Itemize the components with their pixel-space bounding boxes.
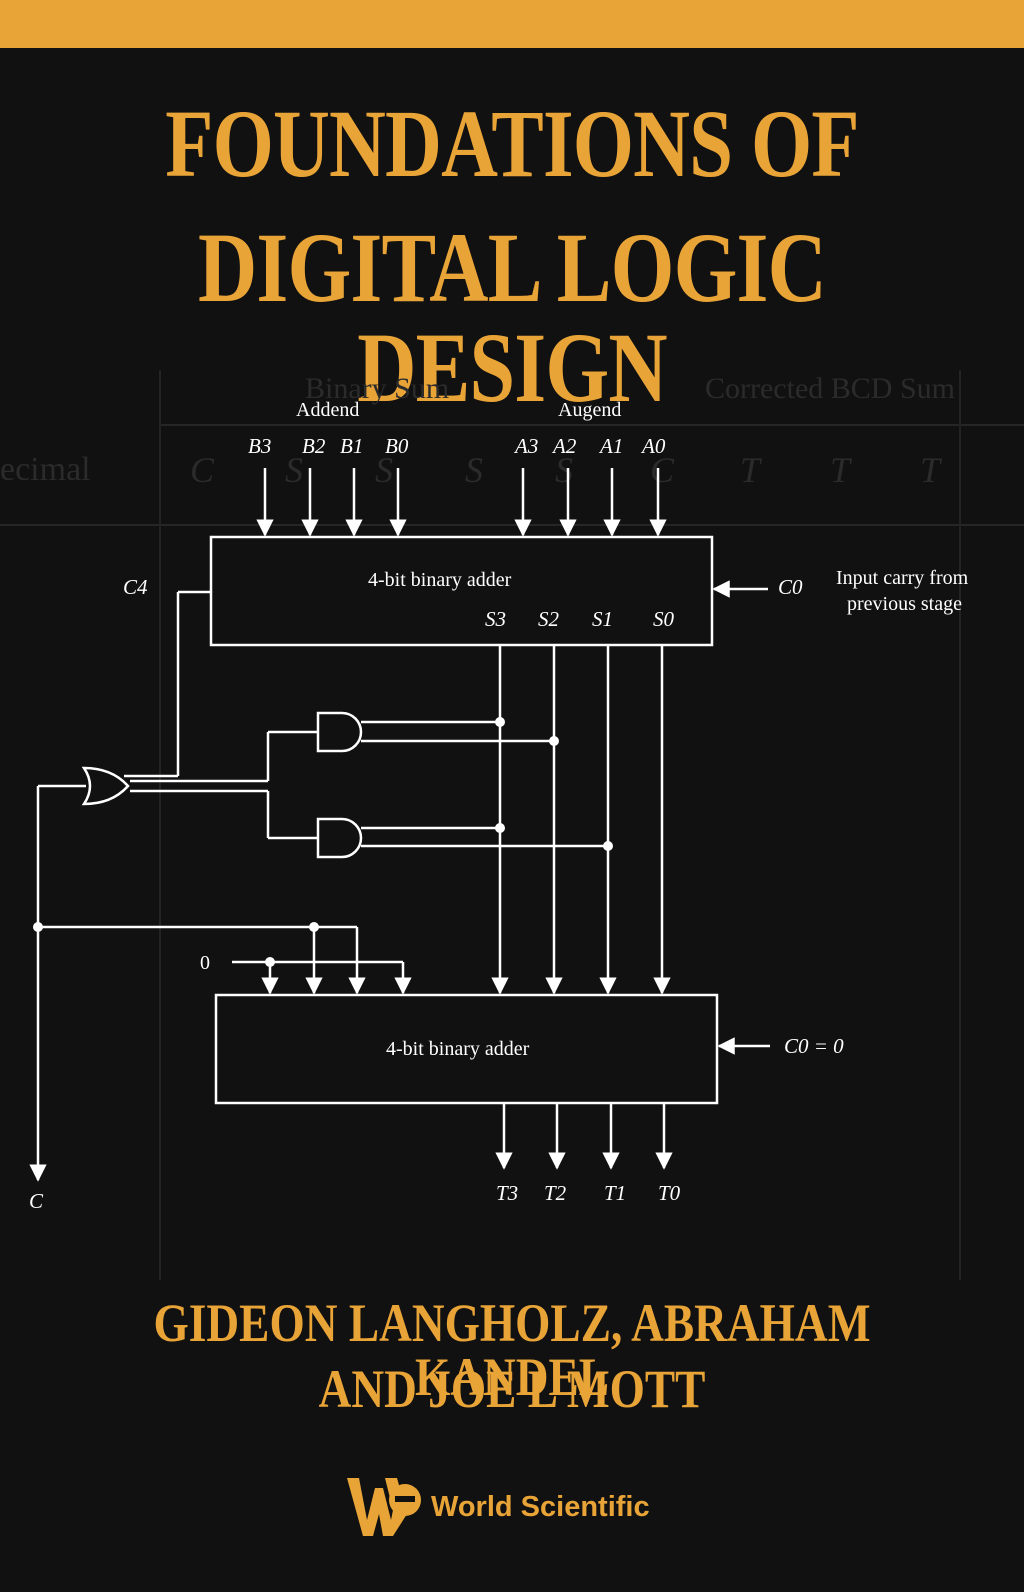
output-s2: S2 bbox=[538, 607, 560, 631]
correction-wiring bbox=[38, 925, 412, 995]
title-line-1: FOUNDATIONS OF bbox=[165, 90, 859, 197]
addend-label: Addend bbox=[296, 399, 359, 421]
bg-col-8: T bbox=[920, 450, 943, 490]
input-arrows bbox=[256, 468, 667, 537]
augend-label: Augend bbox=[558, 399, 621, 421]
output-s1: S1 bbox=[592, 607, 613, 631]
input-a3: A3 bbox=[513, 434, 538, 458]
top-orange-band bbox=[0, 0, 1024, 48]
bg-col-5: C bbox=[650, 450, 675, 490]
output-t1: T1 bbox=[604, 1181, 626, 1205]
bg-col-6: T bbox=[740, 450, 763, 490]
background-truth-table: Binary Sum Corrected BCD Sum ecimal C S … bbox=[0, 370, 1024, 1280]
bg-col-2: S bbox=[375, 450, 393, 490]
output-t3: T3 bbox=[496, 1181, 518, 1205]
world-scientific-logo-icon bbox=[347, 1478, 421, 1536]
bg-binary-sum-header: Binary Sum bbox=[305, 372, 449, 405]
bg-col-7: T bbox=[830, 450, 853, 490]
authors-line-1: GIDEON LANGHOLZ, ABRAHAM KANDEL bbox=[153, 1293, 871, 1407]
bg-bcd-sum-header: Corrected BCD Sum bbox=[705, 372, 955, 405]
output-s3: S3 bbox=[485, 607, 506, 631]
carry-note-line2: previous stage bbox=[847, 593, 962, 615]
output-t0: T0 bbox=[658, 1181, 681, 1205]
or-gate bbox=[29, 590, 318, 1182]
input-a1: A1 bbox=[598, 434, 623, 458]
input-b3: B3 bbox=[248, 434, 271, 458]
and-gate-upper bbox=[316, 711, 554, 753]
t-output-arrows bbox=[495, 1103, 673, 1170]
title-line-2: DIGITAL LOGIC DESIGN bbox=[197, 212, 827, 423]
and-gate-lower bbox=[316, 817, 608, 859]
carry-c0-zero-label: C0 = 0 bbox=[784, 1034, 844, 1058]
publisher-name: World Scientific bbox=[431, 1490, 650, 1523]
input-b1: B1 bbox=[340, 434, 363, 458]
sum-bus-lines bbox=[491, 645, 671, 995]
carry-c0-label: C0 bbox=[778, 575, 803, 599]
bg-col-3: S bbox=[465, 450, 483, 490]
carry-c4-label: C4 bbox=[123, 575, 148, 599]
bg-decimal-header: ecimal bbox=[0, 451, 91, 488]
bg-col-1: S bbox=[285, 450, 303, 490]
carry-out-c-label: C bbox=[29, 1189, 44, 1213]
authors-line-2: AND JOE L MOTT bbox=[318, 1359, 706, 1419]
bg-col-0: C bbox=[190, 450, 215, 490]
input-b2: B2 bbox=[302, 434, 326, 458]
upper-adder-box bbox=[209, 535, 714, 647]
lower-adder-label: 4-bit binary adder bbox=[386, 1038, 530, 1060]
publisher-mark: World Scientific bbox=[345, 1472, 650, 1542]
input-a2: A2 bbox=[551, 434, 577, 458]
upper-adder-label: 4-bit binary adder bbox=[368, 569, 512, 591]
input-a0: A0 bbox=[640, 434, 666, 458]
bcd-adder-diagram: Binary Sum Corrected BCD Sum ecimal C S … bbox=[0, 370, 1024, 1280]
zero-input-label: 0 bbox=[200, 952, 210, 974]
input-b0: B0 bbox=[385, 434, 409, 458]
carry-note-line1: Input carry from bbox=[836, 567, 969, 589]
output-t2: T2 bbox=[544, 1181, 567, 1205]
lower-adder-box bbox=[214, 993, 719, 1105]
output-s0: S0 bbox=[653, 607, 675, 631]
